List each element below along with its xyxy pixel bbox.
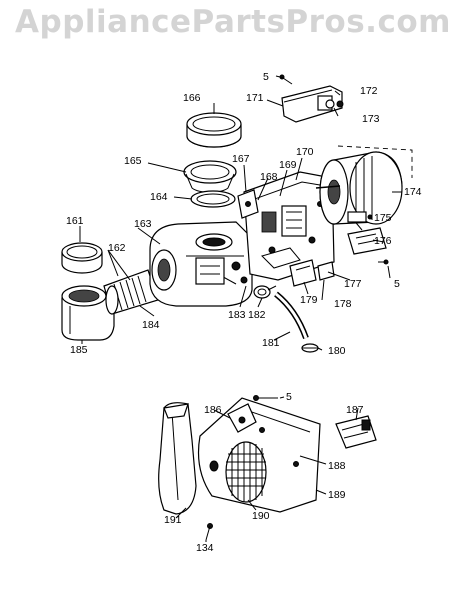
screw-5-mid <box>378 259 389 265</box>
label-164: 164 <box>150 191 168 203</box>
blower-wheel-190 <box>209 441 267 503</box>
screw-5-bottom <box>253 395 278 401</box>
label-187: 187 <box>346 404 364 416</box>
label-166: 166 <box>183 92 201 104</box>
screw-134 <box>205 523 213 541</box>
label-165: 165 <box>124 155 142 167</box>
label-173: 173 <box>362 113 380 125</box>
hose-184 <box>103 269 159 315</box>
part-number-labels: 5 172 171 173 166 170 167 169 165 168 17… <box>66 71 422 554</box>
label-5c: 5 <box>286 391 292 403</box>
label-189: 189 <box>328 489 346 501</box>
ring-166 <box>186 112 242 148</box>
ring-161 <box>61 242 103 274</box>
motor-174 <box>315 151 403 231</box>
ring-165 <box>183 160 237 193</box>
clamp-182 <box>253 285 277 299</box>
label-163: 163 <box>134 218 152 230</box>
blower-housing-163 <box>149 221 253 307</box>
part-179 <box>289 259 317 287</box>
label-183: 183 <box>228 309 246 321</box>
bracket-171 <box>281 85 344 123</box>
tube-181 <box>274 291 309 340</box>
watermark: AppliancePartsPros.com <box>15 4 451 40</box>
label-167: 167 <box>232 153 250 165</box>
label-182: 182 <box>248 309 266 321</box>
label-170: 170 <box>296 146 314 158</box>
label-161: 161 <box>66 215 84 227</box>
label-169: 169 <box>279 159 297 171</box>
mounting-plate-170 <box>243 171 335 281</box>
label-188: 188 <box>328 460 346 472</box>
duct-191 <box>158 402 197 515</box>
part-178 <box>317 261 335 281</box>
clamp-180 <box>301 343 319 353</box>
label-162: 162 <box>108 242 126 254</box>
bracket-186 <box>227 403 257 433</box>
label-186: 186 <box>204 404 222 416</box>
screw-5-top <box>279 74 293 85</box>
label-172: 172 <box>360 85 378 97</box>
switch-187 <box>335 415 377 449</box>
leader-lines <box>79 75 402 542</box>
label-191: 191 <box>164 514 182 526</box>
label-134: 134 <box>196 542 214 554</box>
label-175: 175 <box>374 212 392 224</box>
label-171: 171 <box>246 92 264 104</box>
label-5: 5 <box>263 71 269 83</box>
label-181: 181 <box>262 337 280 349</box>
label-168: 168 <box>260 171 278 183</box>
clip-168 <box>237 189 259 219</box>
label-185: 185 <box>70 344 88 356</box>
ring-164 <box>190 190 236 208</box>
label-179: 179 <box>300 294 318 306</box>
label-177: 177 <box>344 278 362 290</box>
label-184: 184 <box>142 319 160 331</box>
label-190: 190 <box>252 510 270 522</box>
label-174: 174 <box>404 186 422 198</box>
part-176 <box>347 227 387 255</box>
label-178: 178 <box>334 298 352 310</box>
label-176: 176 <box>374 235 392 247</box>
label-5b: 5 <box>394 278 400 290</box>
label-180: 180 <box>328 345 346 357</box>
